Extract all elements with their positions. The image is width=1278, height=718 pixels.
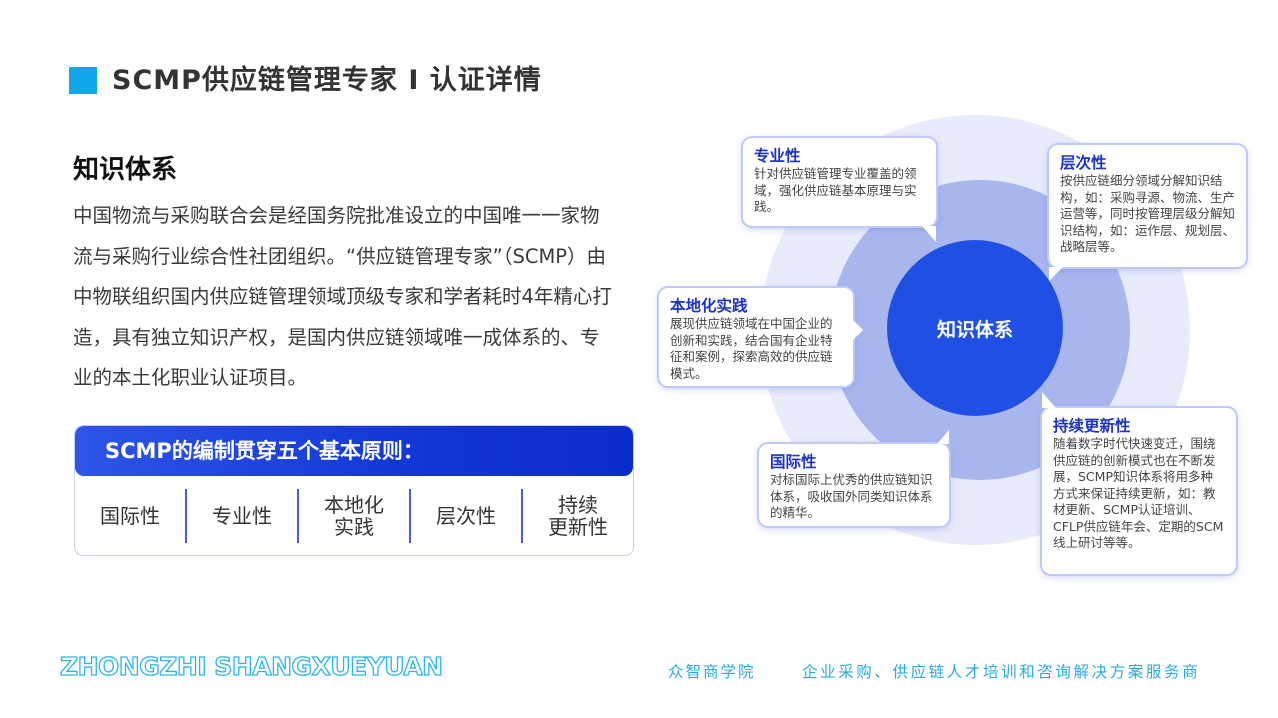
principles-header: SCMP的编制贯穿五个基本原则： xyxy=(75,426,633,476)
principles-card: SCMP的编制贯穿五个基本原则： 国际性 专业性 本地化 实践 层次性 持续 更… xyxy=(74,425,634,556)
bubble-title: 层次性 xyxy=(1060,154,1107,172)
footer-org-name: 众智商学院 xyxy=(668,663,756,681)
footer-slogan: 企业采购、供应链人才培训和咨询解决方案服务商 xyxy=(802,663,1201,681)
section-paragraph: 中国物流与采购联合会是经国务院批准设立的中国唯一一家物流与采购行业综合性社团组织… xyxy=(73,204,612,389)
bubble-tail xyxy=(937,430,949,444)
bubble-tail xyxy=(1042,392,1056,408)
page-title: SCMP供应链管理专家 I 认证详情 xyxy=(112,65,542,96)
principle-label: 层次性 xyxy=(436,504,496,528)
principle-label: 持续 更新性 xyxy=(548,493,608,539)
section-title: 知识体系 xyxy=(73,155,178,185)
principle-item: 国际性 xyxy=(75,489,187,543)
principle-item: 持续 更新性 xyxy=(523,489,633,543)
core-label: 知识体系 xyxy=(936,318,1013,341)
bubble-title: 持续更新性 xyxy=(1053,417,1131,435)
bubble-localization: 本地化实践 展现供应链领域在中国企业的创新和实践，结合国有企业特征和案例，探索高… xyxy=(659,288,863,386)
principle-label: 本地化 实践 xyxy=(324,493,384,539)
footer-brand-english: ZHONGZHI SHANGXUEYUAN xyxy=(59,651,443,681)
bubble-tail xyxy=(922,226,936,242)
principles-row: 国际性 专业性 本地化 实践 层次性 持续 更新性 xyxy=(75,476,633,555)
title-accent-square xyxy=(69,67,97,94)
bubble-text: 展现供应链领域在中国企业的创新和实践，结合国有企业特征和案例，探索高效的供应链模… xyxy=(670,316,833,381)
bubble-text: 对标国际上优秀的供应链知识体系，吸收国外同类知识体系的精华。 xyxy=(770,472,933,520)
bubble-tail xyxy=(853,320,863,340)
bubble-title: 专业性 xyxy=(754,147,801,165)
bubble-text: 按供应链细分领域分解知识结构，如：采购寻源、物流、生产运营等，同时按管理层级分解… xyxy=(1060,173,1236,254)
bubble-continuous: 持续更新性 随着数字时代快速变迁，围绕供应链的创新模式也在不断发展，SCMP知识… xyxy=(1042,392,1236,574)
bubble-international: 国际性 对标国际上优秀的供应链知识体系，吸收国外同类知识体系的精华。 xyxy=(759,430,949,526)
bubble-text: 随着数字时代快速变迁，围绕供应链的创新模式也在不断发展，SCMP知识体系将用多种… xyxy=(1053,436,1224,550)
principle-label: 国际性 xyxy=(100,504,160,528)
bubble-hierarchy: 层次性 按供应链细分领域分解知识结构，如：采购寻源、物流、生产运营等，同时按管理… xyxy=(1049,145,1246,281)
knowledge-diagram: 知识体系 专业性 针对供应链管理专业覆盖的领域，强化供应链基本原理与实践。 层次… xyxy=(640,100,1278,580)
principle-item: 专业性 xyxy=(187,489,299,543)
bubble-title: 国际性 xyxy=(770,453,817,471)
bubble-text: 针对供应链管理专业覆盖的领域，强化供应链基本原理与实践。 xyxy=(754,166,917,214)
bubble-title: 本地化实践 xyxy=(670,297,748,315)
bubble-professional: 专业性 针对供应链管理专业覆盖的领域，强化供应链基本原理与实践。 xyxy=(743,138,936,242)
principle-item: 层次性 xyxy=(411,489,523,543)
core-circle: 知识体系 xyxy=(887,240,1063,416)
principle-item: 本地化 实践 xyxy=(299,489,411,543)
principle-label: 专业性 xyxy=(212,504,272,528)
bubble-tail xyxy=(1049,267,1063,281)
